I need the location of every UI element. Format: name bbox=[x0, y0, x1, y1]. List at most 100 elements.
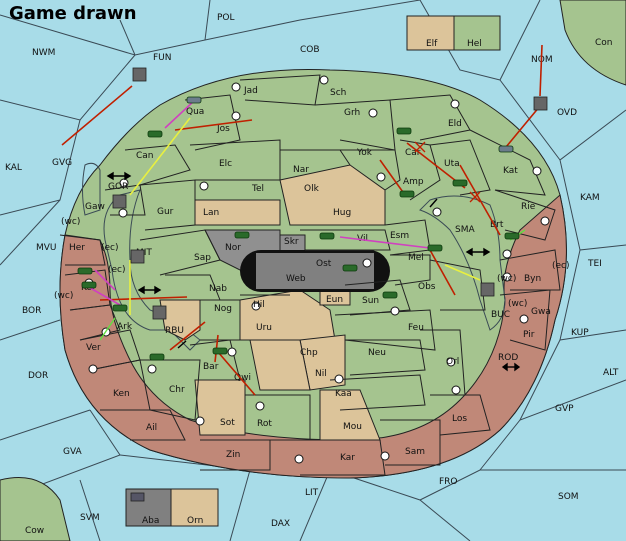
coast-gwa-wc: (wc) bbox=[508, 299, 527, 309]
label-gur: Gur bbox=[157, 207, 174, 217]
label-gvp: GVP bbox=[555, 404, 574, 414]
unit-rbu-fleet bbox=[152, 305, 167, 320]
southern-belt bbox=[59, 194, 567, 479]
label-con: Con bbox=[595, 38, 613, 48]
label-ost: Ost bbox=[316, 259, 332, 269]
label-rot: Rot bbox=[257, 419, 272, 429]
label-rod: ROD bbox=[498, 353, 518, 363]
coast-her-wc: (wc) bbox=[61, 217, 80, 227]
supply-centers bbox=[84, 75, 550, 464]
label-jos: Jos bbox=[216, 124, 230, 134]
label-eun: Eun bbox=[326, 295, 343, 305]
label-orn: Orn bbox=[187, 516, 203, 526]
label-brt: Brt bbox=[490, 220, 504, 230]
label-nar: Nar bbox=[293, 165, 309, 175]
units[interactable] bbox=[77, 67, 548, 502]
label-kat: Kat bbox=[503, 166, 518, 176]
label-fro: FRO bbox=[439, 477, 458, 487]
support-orders bbox=[129, 117, 481, 315]
label-ver: Ver bbox=[86, 343, 101, 353]
label-sma: SMA bbox=[455, 225, 475, 235]
label-nil: Nil bbox=[315, 369, 327, 379]
region-labels: POL COB NWM FUN NOM OVD Con KAL GVG KAM … bbox=[5, 13, 619, 536]
label-mou: Mou bbox=[343, 422, 362, 432]
unit-her-army bbox=[77, 267, 93, 275]
label-lit: LIT bbox=[305, 488, 319, 498]
coast-byn-ec: (ec) bbox=[552, 261, 570, 271]
label-nab: Nab bbox=[209, 284, 227, 294]
label-som: SOM bbox=[558, 492, 579, 502]
convoy-orders bbox=[84, 99, 431, 306]
unit-ovd-fleet bbox=[533, 96, 548, 111]
label-kam: KAM bbox=[580, 193, 600, 203]
label-pol: POL bbox=[217, 13, 235, 23]
label-neu: Neu bbox=[368, 348, 386, 358]
unit-vil-army bbox=[319, 232, 335, 240]
label-car: Car bbox=[405, 148, 421, 158]
unit-aba-fleet bbox=[130, 492, 145, 502]
unit-sun-army bbox=[382, 291, 398, 299]
label-elf: Elf bbox=[426, 39, 438, 49]
label-rbu: RBU bbox=[165, 326, 184, 336]
label-sot: Sot bbox=[220, 418, 235, 428]
label-gvg: GVG bbox=[52, 158, 72, 168]
unit-mit-fleet bbox=[130, 249, 145, 264]
unit-kor-army bbox=[81, 281, 97, 289]
label-yok: Yok bbox=[356, 148, 373, 158]
label-olk: Olk bbox=[304, 184, 320, 194]
unit-bar-army bbox=[212, 347, 228, 355]
region-cow[interactable] bbox=[0, 477, 71, 541]
label-feu: Feu bbox=[408, 323, 424, 333]
unit-fun-fleet bbox=[132, 67, 147, 82]
label-dor: DOR bbox=[28, 371, 48, 381]
tan-provinces bbox=[159, 164, 386, 441]
north-inset bbox=[406, 15, 501, 51]
unit-nor-army bbox=[234, 231, 250, 239]
label-chr: Chr bbox=[169, 385, 185, 395]
label-los: Los bbox=[452, 414, 467, 424]
label-nor: Nor bbox=[225, 243, 241, 253]
move-orders bbox=[61, 44, 543, 396]
label-ark: Ark bbox=[117, 322, 133, 332]
label-bor: BOR bbox=[22, 306, 41, 316]
label-alt: ALT bbox=[603, 368, 619, 378]
label-bar: Bar bbox=[203, 362, 219, 372]
connection-arrows bbox=[106, 171, 521, 372]
label-gor: GOR bbox=[108, 182, 128, 192]
label-sap: Sap bbox=[194, 253, 211, 263]
label-svm: SVM bbox=[80, 513, 100, 523]
unit-buc-fleet bbox=[480, 282, 495, 297]
label-mvu: MVU bbox=[36, 243, 57, 253]
label-rie: Rie bbox=[521, 202, 536, 212]
unit-brt-army bbox=[504, 232, 520, 240]
unit-amp-army bbox=[399, 190, 415, 198]
label-elc: Elc bbox=[219, 159, 232, 169]
unit-chr-army bbox=[149, 353, 165, 361]
label-sam: Sam bbox=[405, 447, 425, 457]
label-jad: Jad bbox=[243, 86, 258, 96]
gor-lagoon[interactable] bbox=[103, 189, 201, 351]
label-hel: Hel bbox=[467, 39, 482, 49]
label-aba: Aba bbox=[142, 516, 159, 526]
label-orl: Orl bbox=[446, 357, 459, 367]
label-buc: BUC bbox=[491, 310, 510, 320]
label-mel: Mel bbox=[408, 253, 424, 263]
sma-lagoon[interactable] bbox=[419, 195, 506, 331]
label-ken: Ken bbox=[113, 389, 130, 399]
label-kaa: Kaa bbox=[335, 389, 352, 399]
label-dax: DAX bbox=[271, 519, 290, 529]
label-kal: KAL bbox=[5, 163, 22, 173]
label-amp: Amp bbox=[403, 177, 424, 187]
label-pir: Pir bbox=[523, 330, 535, 340]
unit-car-army bbox=[396, 127, 412, 135]
label-cow: Cow bbox=[25, 526, 44, 536]
label-tel: Tel bbox=[251, 184, 264, 194]
label-skr: Skr bbox=[284, 237, 299, 247]
label-chp: Chp bbox=[300, 348, 318, 358]
label-nwm: NWM bbox=[32, 48, 55, 58]
label-zin: Zin bbox=[226, 450, 240, 460]
unit-mel-army bbox=[427, 244, 443, 252]
label-obs: Obs bbox=[418, 282, 436, 292]
coast-byn-wc: (wc) bbox=[497, 274, 516, 284]
